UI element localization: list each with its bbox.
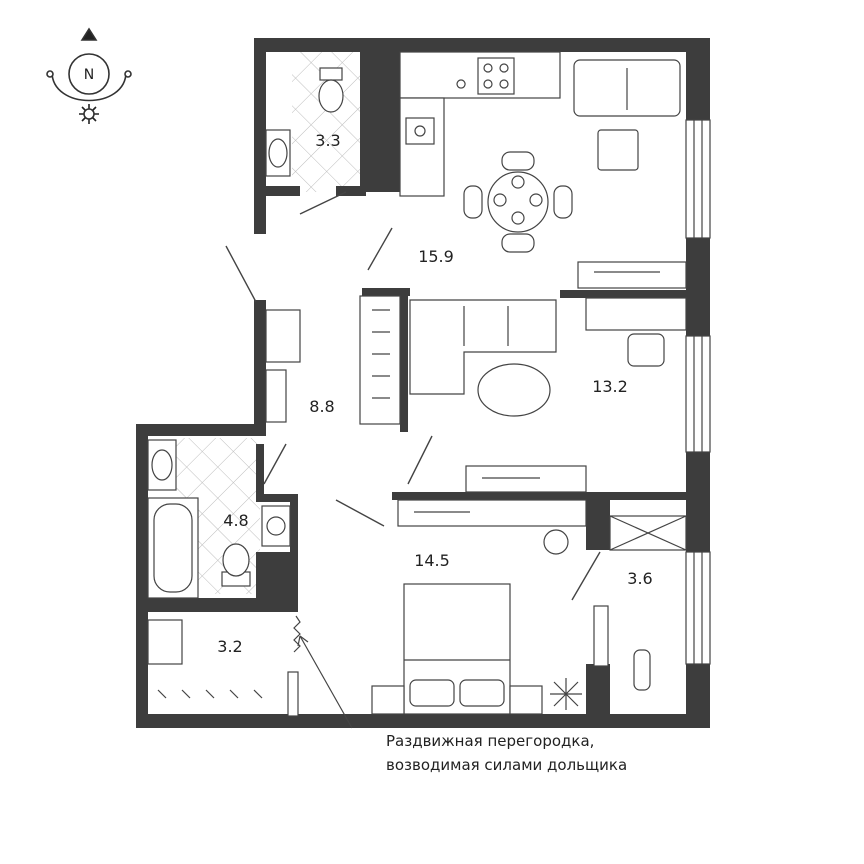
compass-label: N	[84, 67, 94, 83]
partition-note-line2: возводимая силами дольщика	[386, 756, 628, 774]
area-label-hallway: 8.8	[309, 397, 334, 416]
kitchen-table	[463, 129, 639, 253]
wardrobe-items	[147, 619, 299, 717]
hallway-appliances	[265, 309, 301, 423]
balcony-items	[593, 515, 687, 691]
area-label-balcony: 3.6	[627, 569, 652, 588]
sink-large	[147, 439, 177, 491]
kitchen-sofa	[573, 59, 681, 117]
toilet-large	[221, 543, 251, 587]
kitchen-tv-unit	[577, 261, 687, 289]
walls	[136, 38, 710, 728]
bathtub	[147, 497, 199, 599]
area-label-living-room: 13.2	[592, 377, 628, 396]
plant-icon	[550, 678, 582, 710]
bed	[371, 583, 543, 715]
area-label-kitchen-living: 15.9	[418, 247, 454, 266]
kitchen-counter	[399, 51, 561, 197]
living-tv-unit	[465, 465, 587, 493]
bedroom-desk	[397, 499, 587, 555]
living-sofa	[409, 299, 557, 395]
partition-note-line1: Раздвижная перегородка,	[386, 732, 595, 750]
windows	[685, 119, 711, 665]
area-label-bathroom-small: 3.3	[315, 131, 340, 150]
sliding-partition	[293, 615, 353, 729]
closet	[359, 295, 401, 425]
toilet-small	[318, 67, 344, 113]
boiler	[261, 505, 291, 547]
living-desk	[585, 297, 687, 367]
living-table	[477, 363, 551, 417]
area-label-bathroom-large: 4.8	[223, 511, 248, 530]
doors	[225, 191, 601, 601]
compass-icon	[46, 27, 132, 124]
area-label-wardrobe: 3.2	[217, 637, 242, 656]
sink-small	[265, 129, 291, 177]
area-label-bedroom: 14.5	[414, 551, 450, 570]
